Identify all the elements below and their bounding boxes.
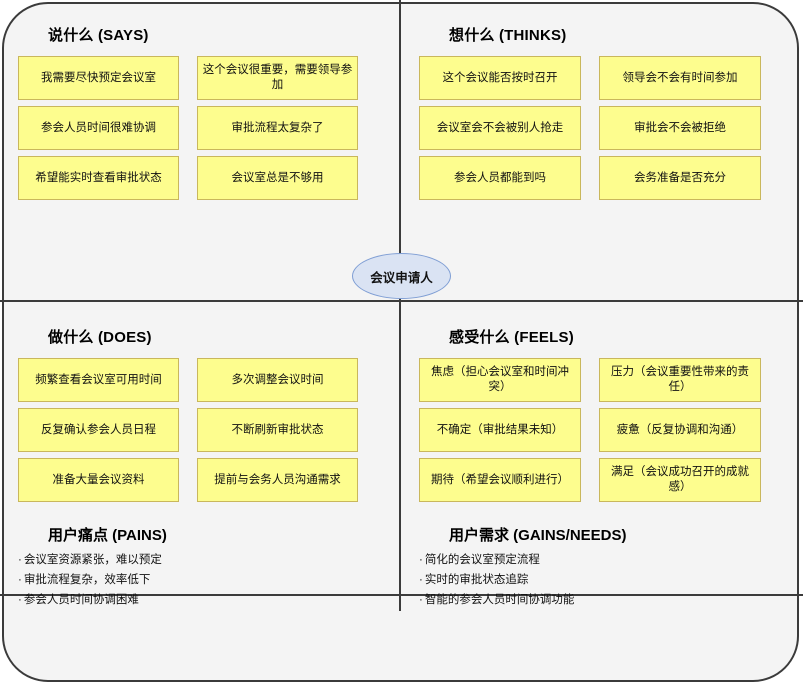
sticky-note[interactable]: 反复确认参会人员日程 bbox=[18, 408, 179, 452]
quadrant-does: 做什么 (DOES) 频繁查看会议室可用时间 多次调整会议时间 反复确认参会人员… bbox=[0, 302, 401, 514]
bullet-icon: · bbox=[419, 594, 423, 606]
sticky-note[interactable]: 这个会议能否按时召开 bbox=[419, 56, 581, 100]
list-item-label: 实时的审批状态追踪 bbox=[424, 574, 529, 586]
sticky-note[interactable]: 提前与会务人员沟通需求 bbox=[197, 458, 358, 502]
list-item: ·智能的参会人员时间协调功能 bbox=[419, 590, 789, 610]
sticky-note-grid-thinks: 这个会议能否按时召开 领导会不会有时间参加 会议室会不会被别人抢走 审批会不会被… bbox=[419, 56, 785, 200]
sticky-note[interactable]: 满足（会议成功召开的成就感） bbox=[599, 458, 761, 502]
list-item-label: 简化的会议室预定流程 bbox=[424, 554, 540, 566]
list-item: ·实时的审批状态追踪 bbox=[419, 570, 789, 590]
sticky-note[interactable]: 审批会不会被拒绝 bbox=[599, 106, 761, 150]
sticky-note[interactable]: 频繁查看会议室可用时间 bbox=[18, 358, 179, 402]
quadrant-divider-vertical bbox=[399, 0, 401, 611]
sticky-note[interactable]: 领导会不会有时间参加 bbox=[599, 56, 761, 100]
bullet-icon: · bbox=[18, 594, 22, 606]
list-item: ·会议室资源紧张，难以预定 bbox=[18, 550, 388, 570]
list-item: ·简化的会议室预定流程 bbox=[419, 550, 789, 570]
quadrant-title-thinks: 想什么 (THINKS) bbox=[449, 27, 567, 44]
strip-pains: 用户痛点 (PAINS) ·会议室资源紧张，难以预定 ·审批流程复杂，效率低下 … bbox=[0, 516, 401, 611]
quadrant-says: 说什么 (SAYS) 我需要尽快预定会议室 这个会议很重要，需要领导参加 参会人… bbox=[0, 0, 401, 300]
persona-ellipse[interactable]: 会议申请人 bbox=[352, 253, 451, 299]
sticky-note[interactable]: 不断刷新审批状态 bbox=[197, 408, 358, 452]
list-item: ·参会人员时间协调困难 bbox=[18, 590, 388, 610]
pains-list: ·会议室资源紧张，难以预定 ·审批流程复杂，效率低下 ·参会人员时间协调困难 bbox=[18, 550, 388, 610]
quadrant-title-says: 说什么 (SAYS) bbox=[48, 27, 149, 44]
sticky-note[interactable]: 我需要尽快预定会议室 bbox=[18, 56, 179, 100]
list-item-label: 参会人员时间协调困难 bbox=[23, 594, 139, 606]
sticky-note-grid-says: 我需要尽快预定会议室 这个会议很重要，需要领导参加 参会人员时间很难协调 审批流… bbox=[18, 56, 382, 200]
sticky-note[interactable]: 会议室总是不够用 bbox=[197, 156, 358, 200]
bullet-icon: · bbox=[18, 574, 22, 586]
sticky-note[interactable]: 会务准备是否充分 bbox=[599, 156, 761, 200]
sticky-note[interactable]: 不确定（审批结果未知） bbox=[419, 408, 581, 452]
quadrant-title-feels: 感受什么 (FEELS) bbox=[449, 329, 574, 346]
sticky-note[interactable]: 审批流程太复杂了 bbox=[197, 106, 358, 150]
sticky-note[interactable]: 压力（会议重要性带来的责任） bbox=[599, 358, 761, 402]
gains-list: ·简化的会议室预定流程 ·实时的审批状态追踪 ·智能的参会人员时间协调功能 bbox=[419, 550, 789, 610]
bullet-icon: · bbox=[419, 554, 423, 566]
sticky-note-grid-does: 频繁查看会议室可用时间 多次调整会议时间 反复确认参会人员日程 不断刷新审批状态… bbox=[18, 358, 382, 502]
quadrant-feels: 感受什么 (FEELS) 焦虑（担心会议室和时间冲突） 压力（会议重要性带来的责… bbox=[401, 302, 803, 514]
list-item-label: 会议室资源紧张，难以预定 bbox=[23, 554, 162, 566]
strip-title-pains: 用户痛点 (PAINS) bbox=[48, 527, 167, 544]
list-item-label: 智能的参会人员时间协调功能 bbox=[424, 594, 575, 606]
sticky-note[interactable]: 希望能实时查看审批状态 bbox=[18, 156, 179, 200]
list-item-label: 审批流程复杂，效率低下 bbox=[23, 574, 151, 586]
sticky-note[interactable]: 期待（希望会议顺利进行） bbox=[419, 458, 581, 502]
strip-gains: 用户需求 (GAINS/NEEDS) ·简化的会议室预定流程 ·实时的审批状态追… bbox=[401, 516, 803, 611]
bullet-icon: · bbox=[419, 574, 423, 586]
sticky-note[interactable]: 这个会议很重要，需要领导参加 bbox=[197, 56, 358, 100]
quadrant-title-does: 做什么 (DOES) bbox=[48, 329, 152, 346]
quadrant-thinks: 想什么 (THINKS) 这个会议能否按时召开 领导会不会有时间参加 会议室会不… bbox=[401, 0, 803, 300]
sticky-note[interactable]: 参会人员都能到吗 bbox=[419, 156, 581, 200]
strip-title-gains: 用户需求 (GAINS/NEEDS) bbox=[449, 527, 627, 544]
sticky-note[interactable]: 多次调整会议时间 bbox=[197, 358, 358, 402]
list-item: ·审批流程复杂，效率低下 bbox=[18, 570, 388, 590]
sticky-note[interactable]: 准备大量会议资料 bbox=[18, 458, 179, 502]
bullet-icon: · bbox=[18, 554, 22, 566]
quadrant-divider-horizontal bbox=[0, 300, 803, 302]
sticky-note[interactable]: 会议室会不会被别人抢走 bbox=[419, 106, 581, 150]
sticky-note-grid-feels: 焦虑（担心会议室和时间冲突） 压力（会议重要性带来的责任） 不确定（审批结果未知… bbox=[419, 358, 785, 502]
sticky-note[interactable]: 参会人员时间很难协调 bbox=[18, 106, 179, 150]
sticky-note[interactable]: 焦虑（担心会议室和时间冲突） bbox=[419, 358, 581, 402]
sticky-note[interactable]: 疲惫（反复协调和沟通） bbox=[599, 408, 761, 452]
bottom-strip-divider bbox=[0, 594, 803, 596]
